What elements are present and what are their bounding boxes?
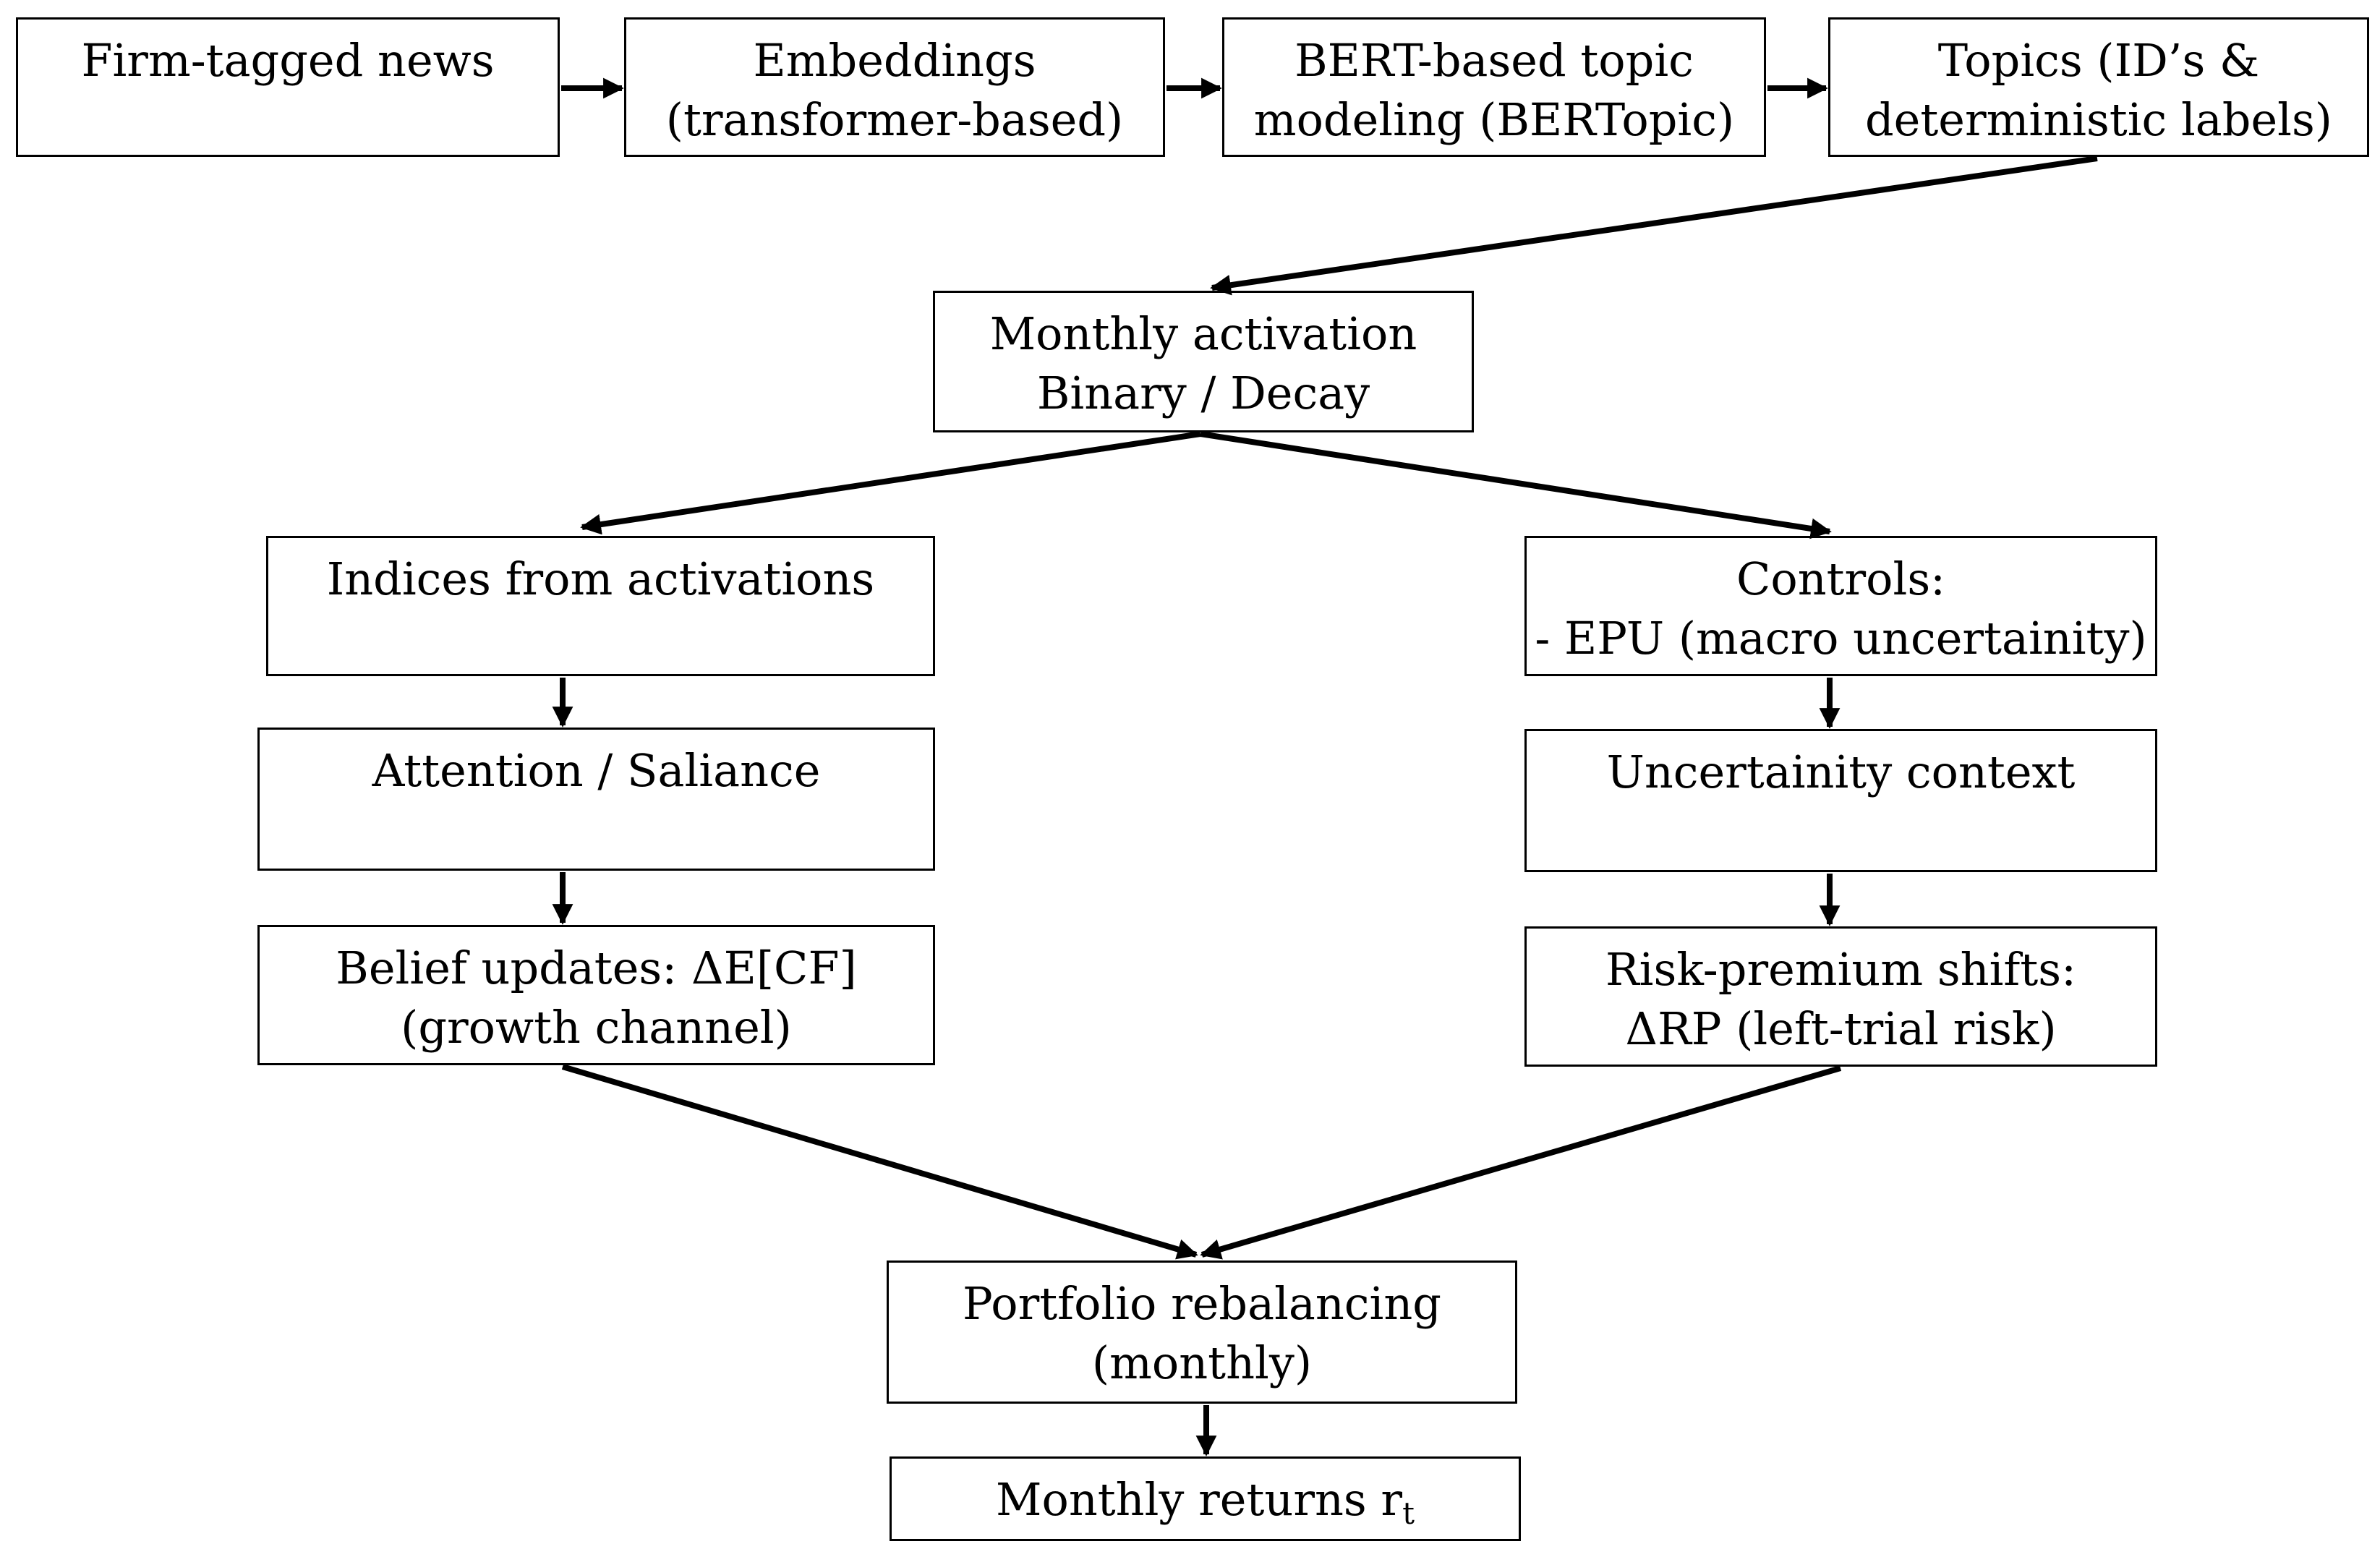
indices-label-1: Indices from activations <box>326 553 875 605</box>
arrow-activation-to-indices <box>580 431 1201 535</box>
belief-updates-label-2: (growth channel) <box>401 1001 792 1054</box>
monthly-returns-label: Monthly returns rt <box>892 1477 1519 1529</box>
attention-label-1: Attention / Saliance <box>372 744 821 797</box>
portfolio-rebalancing-label-1: Portfolio rebalancing <box>963 1277 1441 1330</box>
uncertainty-context-box: Uncertainity context <box>1524 729 2157 872</box>
controls-label-1: Controls: <box>1736 553 1946 605</box>
bertopic-label-2: modeling (BERTopic) <box>1253 93 1735 146</box>
controls-label-2: - EPU (macro uncertainity) <box>1535 612 2147 665</box>
attention-box: Attention / Saliance <box>257 728 935 871</box>
bertopic-box: BERT-based topic modeling (BERTopic) <box>1222 17 1766 157</box>
arrow-activation-to-controls <box>1200 431 1832 539</box>
arrow-belief-to-portfolio <box>561 1064 1198 1260</box>
monthly-activation-label-1: Monthly activation <box>989 307 1417 360</box>
topics-label-2: deterministic labels) <box>1864 93 2332 146</box>
monthly-activation-label-2: Binary / Decay <box>1036 367 1370 419</box>
risk-premium-box: Risk-premium shifts: ΔRP (left-trial ris… <box>1524 926 2157 1067</box>
portfolio-rebalancing-label-2: (monthly) <box>1091 1336 1313 1389</box>
belief-updates-box: Belief updates: ΔE[CF] (growth channel) <box>257 925 935 1065</box>
indices-box: Indices from activations <box>266 536 935 676</box>
risk-premium-label-2: ΔRP (left-trial risk) <box>1625 1002 2057 1055</box>
topics-label-1: Topics (ID’s & <box>1937 34 2260 87</box>
arrow-topics-to-activation <box>1210 155 2098 296</box>
monthly-returns-text: Monthly returns r <box>996 1473 1403 1526</box>
topics-box: Topics (ID’s & deterministic labels) <box>1828 17 2369 157</box>
firm-tagged-news-box: Firm-tagged news <box>16 17 560 157</box>
belief-updates-label-1: Belief updates: ΔE[CF] <box>336 942 857 994</box>
portfolio-rebalancing-box: Portfolio rebalancing (monthly) <box>887 1260 1517 1404</box>
bertopic-label-1: BERT-based topic <box>1295 34 1694 87</box>
risk-premium-label-1: Risk-premium shifts: <box>1605 943 2076 996</box>
arrow-riskpremium-to-portfolio <box>1200 1065 1842 1260</box>
monthly-activation-box: Monthly activation Binary / Decay <box>933 291 1474 432</box>
uncertainty-context-label-1: Uncertainity context <box>1606 746 2076 798</box>
controls-box: Controls: - EPU (macro uncertainity) <box>1524 536 2157 676</box>
returns-subscript: t <box>1402 1496 1415 1531</box>
firm-tagged-news-label-1: Firm-tagged news <box>81 34 495 87</box>
embeddings-box: Embeddings (transformer-based) <box>624 17 1165 157</box>
embeddings-label-2: (transformer-based) <box>665 93 1124 146</box>
embeddings-label-1: Embeddings <box>753 34 1036 87</box>
monthly-returns-box: Monthly returns rt <box>890 1456 1521 1541</box>
